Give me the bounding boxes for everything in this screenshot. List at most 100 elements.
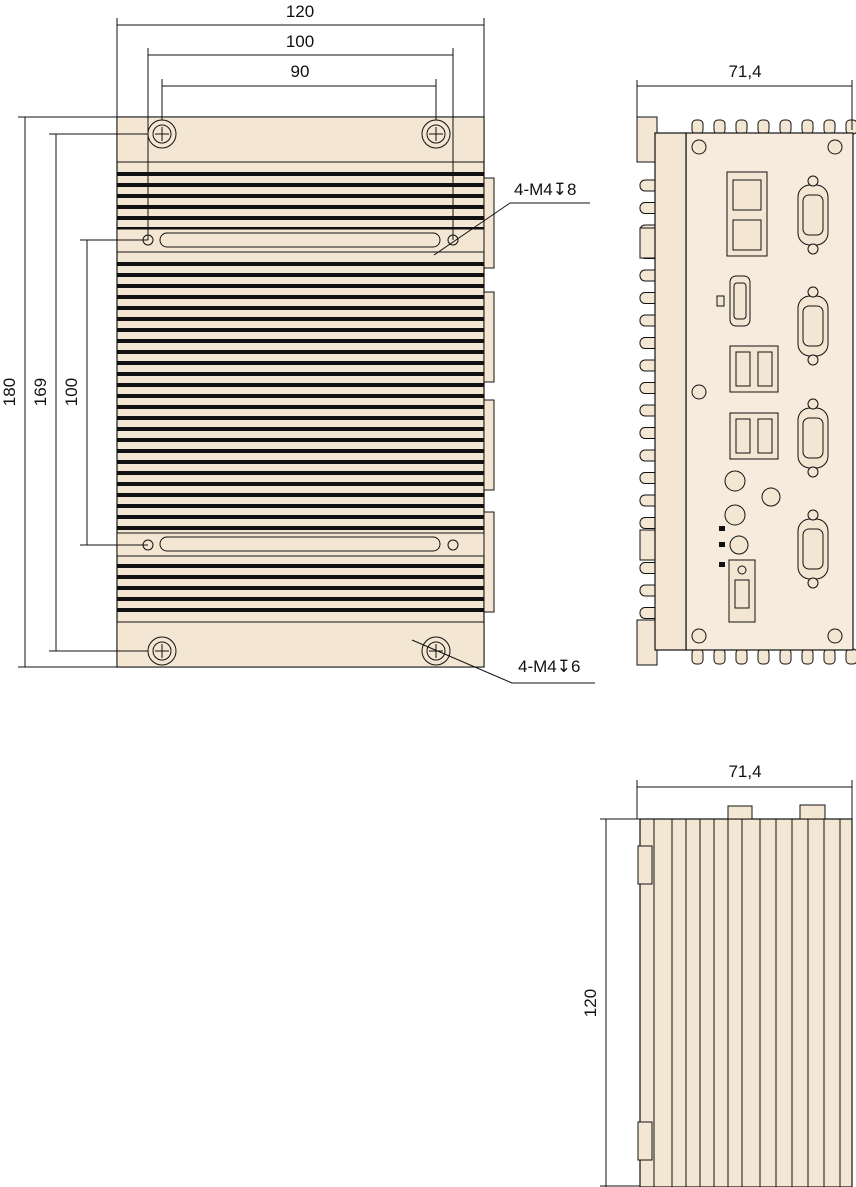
com-ports [797, 175, 829, 589]
side-body [639, 818, 853, 1187]
dim-label: 71,4 [728, 62, 761, 81]
dimension-side-height: 120 [581, 818, 640, 1187]
screw-icon [827, 139, 843, 155]
fin-stripe [117, 586, 484, 590]
fin [823, 119, 836, 135]
usb-port-icon [729, 412, 779, 460]
fin-stripe [117, 526, 484, 530]
fin-stripe [117, 350, 484, 354]
fin-stripe [117, 575, 484, 579]
lan-port-icon [726, 171, 768, 257]
fin-stripe [117, 608, 484, 612]
dimension-side-width: 71,4 [636, 762, 853, 819]
fin-stripe [117, 564, 484, 568]
fin-stripe [117, 194, 484, 198]
com-screw-icon [807, 466, 819, 478]
fin [823, 648, 836, 665]
fin-stripe [117, 216, 484, 220]
indicator-icon [719, 562, 725, 567]
screw-icon [421, 119, 451, 149]
indicator-icon [719, 526, 725, 531]
edge-connector [483, 177, 495, 269]
dimension-height-inner: 100 [62, 239, 148, 546]
fin-stripe [117, 460, 484, 464]
flange [636, 116, 658, 163]
dc-jack-icon [729, 535, 749, 555]
fin [845, 648, 856, 665]
fin-stripe [117, 273, 484, 277]
com-port-pins [802, 305, 824, 347]
fin-stripe [117, 284, 484, 288]
fin [845, 119, 856, 135]
indicator-icon [716, 295, 725, 307]
fin [713, 119, 726, 135]
com-screw-icon [807, 398, 819, 410]
fin-stripe [117, 405, 484, 409]
hdmi-port-icon [729, 275, 751, 327]
fin-stripe [117, 438, 484, 442]
fin-stripe [117, 394, 484, 398]
fin-stripe [117, 295, 484, 299]
audio-jack-icon [724, 470, 746, 492]
com-screw-icon [807, 354, 819, 366]
front-body [654, 132, 687, 651]
fin-stripe [117, 597, 484, 601]
fin [691, 119, 704, 135]
dim-label: 180 [0, 378, 19, 406]
screw-icon [421, 636, 451, 666]
dim-label: 120 [286, 2, 314, 21]
fin-stripe [117, 172, 484, 176]
com-screw-icon [807, 577, 819, 589]
fin-stripe [117, 361, 484, 365]
fin [735, 119, 748, 135]
fin-stripe [117, 493, 484, 497]
dimension-height-outer: 180 [0, 116, 117, 668]
callout-label: 4-M4↧8 [514, 180, 576, 199]
fin-stripe [117, 482, 484, 486]
fin-stripe [117, 504, 484, 508]
dim-label: 90 [291, 62, 310, 81]
fin-stripe [117, 317, 484, 321]
com-port-pins [802, 528, 824, 570]
fin [801, 119, 814, 135]
screw-icon [147, 119, 177, 149]
com-screw-icon [807, 175, 819, 187]
fin-stripe [117, 306, 484, 310]
fin-stripe [117, 383, 484, 387]
screw-icon [691, 139, 707, 155]
dimension-width-inner: 90 [161, 62, 437, 120]
power-button-icon [761, 487, 781, 507]
fin-stripe [117, 416, 484, 420]
fin-stripe [117, 449, 484, 453]
side-clip [637, 845, 653, 885]
dim-label: 100 [286, 32, 314, 51]
fin-stripe [117, 339, 484, 343]
fin [735, 648, 748, 665]
fin [779, 648, 792, 665]
fin-stripe [117, 183, 484, 187]
fin [713, 648, 726, 665]
fin [801, 648, 814, 665]
dim-label: 71,4 [728, 762, 761, 781]
screw-icon [691, 628, 707, 644]
fin-stripe [117, 328, 484, 332]
callout-bottom: 4-M4↧6 [411, 639, 595, 684]
callout-label: 4-M4↧6 [518, 657, 580, 676]
fin [757, 648, 770, 665]
screw-icon [691, 384, 707, 400]
front-view: 71,4 [636, 62, 856, 666]
dimension-height-mid: 169 [31, 133, 148, 652]
side-connector-top [799, 804, 826, 820]
heatsink-fins [653, 819, 841, 1187]
dimension-width-outer: 120 [116, 2, 485, 117]
heatsink-fins [117, 172, 484, 612]
dim-label: 120 [581, 989, 600, 1017]
fin-stripe [117, 471, 484, 475]
fin-stripe [117, 205, 484, 209]
side-connector-top [727, 805, 753, 820]
screw-icon [827, 628, 843, 644]
top-view-body [116, 116, 485, 668]
screw-icon [147, 636, 177, 666]
mount-slot-inner [159, 536, 441, 552]
